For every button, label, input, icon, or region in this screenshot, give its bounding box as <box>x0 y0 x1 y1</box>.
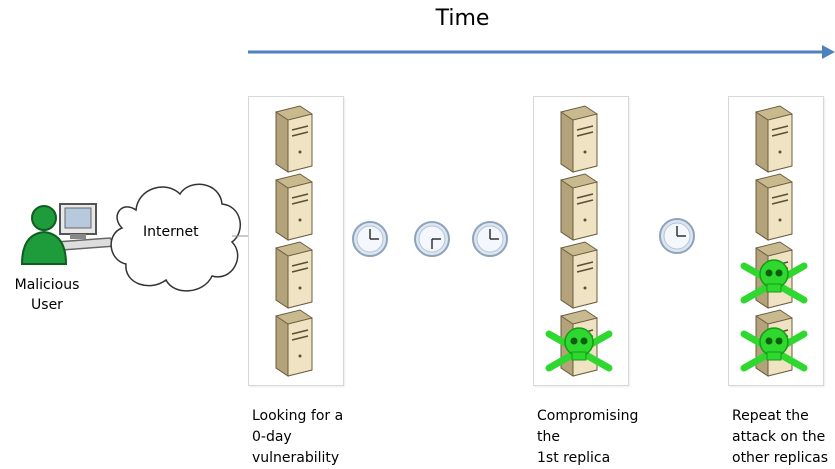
malicious-user-icon <box>20 203 118 265</box>
clock-icon-2 <box>414 221 450 257</box>
malicious-user-label-line2: User <box>31 297 63 313</box>
stage-1-caption: Looking for a 0-day vulnerability <box>252 406 343 469</box>
clock-icon-1 <box>352 221 388 257</box>
cloud-icon <box>110 183 242 292</box>
stage-2-caption: Compromising the 1st replica <box>537 406 638 469</box>
stage-1-caption-line1: Looking for a <box>252 408 344 424</box>
stage-2-caption-line3: 1st replica <box>537 450 611 466</box>
stage-3-caption: Repeat the attack on the other replicas <box>732 406 828 469</box>
stage-2-caption-line2: the <box>537 429 560 445</box>
stage-3-caption-line2: attack on the <box>732 429 826 445</box>
stage-3-caption-line3: other replicas <box>732 450 829 466</box>
stage-3-caption-line1: Repeat the <box>732 408 809 424</box>
internet-label: Internet <box>143 224 199 240</box>
stage-3-box <box>728 96 824 386</box>
stage-1-caption-line3: vulnerability <box>252 450 340 466</box>
clock-icon-4 <box>659 218 695 254</box>
stage-2-caption-line1: Compromising <box>537 408 639 424</box>
stage-1-box <box>248 96 344 386</box>
stage-2-box <box>533 96 629 386</box>
timeline-title: Time <box>435 6 490 31</box>
malicious-user-label-line1: Malicious <box>14 277 80 293</box>
clock-icon-3 <box>472 221 508 257</box>
stage-1-caption-line2: 0-day <box>252 429 292 445</box>
malicious-user-label: Malicious User <box>2 275 92 315</box>
